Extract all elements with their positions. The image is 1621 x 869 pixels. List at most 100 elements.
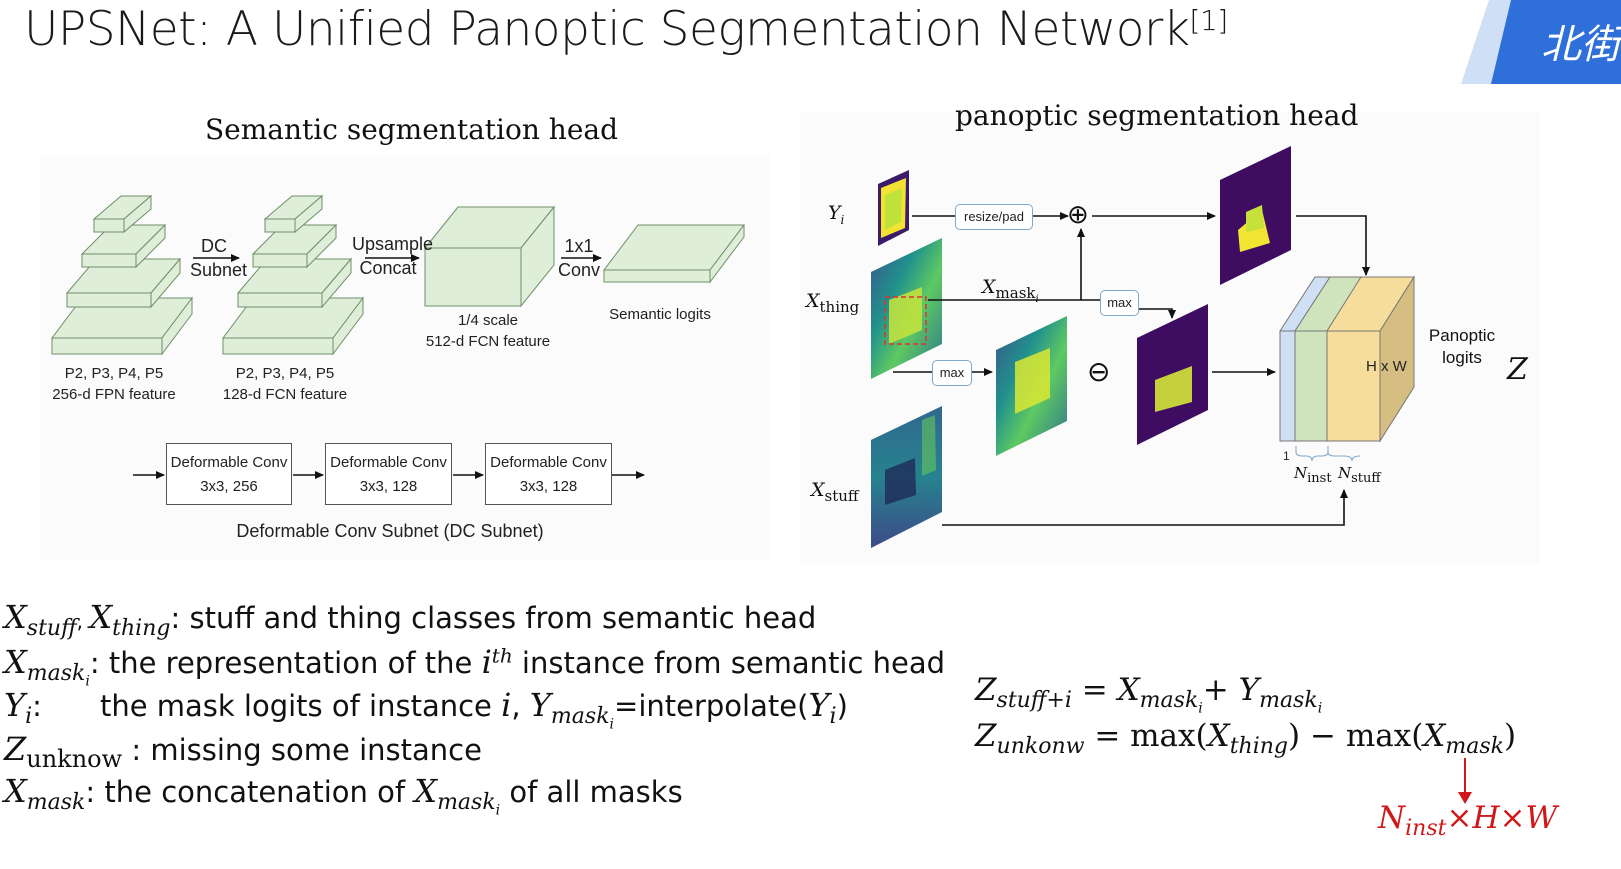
x-mask-label: Xmaski bbox=[982, 276, 1039, 305]
slide-title-text: UPSNet: A Unified Panoptic Segmentation … bbox=[24, 2, 1190, 57]
deformable-conv-2-line2: 3x3, 128 bbox=[359, 478, 418, 495]
slide-title: UPSNet: A Unified Panoptic Segmentation … bbox=[24, 2, 1228, 57]
x-mask-label-subsub: i bbox=[1035, 293, 1039, 305]
deformable-conv-1-line1: Deformable Conv bbox=[170, 454, 288, 471]
semantic-logits-slab bbox=[602, 223, 746, 284]
dc-subnet-caption: Deformable Conv Subnet (DC Subnet) bbox=[236, 521, 544, 541]
n-stuff-label: Nstuff bbox=[1338, 464, 1381, 486]
fcn128-pyramid bbox=[222, 194, 364, 356]
y-i-label-base: Y bbox=[828, 202, 841, 224]
dc-label: DC Subnet bbox=[190, 234, 248, 282]
semantic-head-diagram bbox=[51, 194, 746, 479]
fcn128-feature-label: P2, P3, P4, P5 128-d FCN feature bbox=[215, 363, 355, 405]
oplus-operator: ⊕ bbox=[1067, 200, 1089, 230]
red-annotation-arrow bbox=[1458, 758, 1472, 804]
semantic-head-title: Semantic segmentation head bbox=[205, 113, 618, 146]
dc-label-line2: Subnet bbox=[190, 260, 248, 280]
channel-one-label: 1 bbox=[1283, 449, 1290, 463]
red-annotation-dims: Ninst×H×W bbox=[1378, 800, 1558, 842]
panoptic-logits-block bbox=[1279, 275, 1415, 443]
x-thing-label-sub: thing bbox=[819, 297, 860, 316]
conv-label-line1: 1x1 bbox=[564, 236, 594, 256]
x-mask-label-sub-text: mask bbox=[995, 283, 1036, 302]
max-top-box: max bbox=[1100, 290, 1139, 316]
n-inst-label-base: N bbox=[1294, 464, 1308, 482]
university-logo: 北街 bbox=[1461, 0, 1621, 84]
deformable-conv-box-3: Deformable Conv 3x3, 128 bbox=[485, 443, 612, 505]
deformable-conv-box-1: Deformable Conv 3x3, 256 bbox=[166, 443, 292, 505]
fcn512-feature-line2: 512-d FCN feature bbox=[425, 333, 551, 350]
resize-pad-box: resize/pad bbox=[955, 204, 1033, 230]
upsample-label-line2: Concat bbox=[359, 258, 417, 278]
x-stuff-map bbox=[871, 406, 942, 548]
definition-y-i-text-b: =interpolate( bbox=[614, 689, 809, 723]
n-stuff-brace bbox=[1327, 446, 1361, 462]
semantic-logits-label: Semantic logits bbox=[609, 306, 711, 323]
definition-x-mask-i: Xmaski: the representation of the ith in… bbox=[4, 643, 946, 690]
conv-label-line2: Conv bbox=[558, 260, 601, 280]
panoptic-logits-label: Panoptic logits bbox=[1422, 325, 1502, 369]
n-inst-brace bbox=[1295, 446, 1329, 462]
n-inst-label-sub: inst bbox=[1307, 471, 1332, 486]
fpn-pyramid bbox=[51, 194, 193, 356]
definition-y-i-text-a: the mask logits of instance bbox=[99, 689, 502, 723]
deformable-conv-2-line1: Deformable Conv bbox=[330, 454, 447, 471]
dc-label-line1: DC bbox=[201, 236, 227, 256]
deformable-conv-1-line2: 3x3, 256 bbox=[200, 478, 258, 495]
definition-x-mask-i-text-b: instance from semantic head bbox=[512, 646, 946, 680]
x-thing-label: Xthing bbox=[806, 290, 859, 316]
fcn512-feature-label: 1/4 scale 512-d FCN feature bbox=[418, 310, 558, 352]
equation-thing-sub: thing bbox=[1229, 734, 1289, 760]
fpn-feature-line2: 256-d FPN feature bbox=[52, 386, 176, 403]
n-stuff-label-base: N bbox=[1338, 464, 1352, 482]
max-bottom-box: max bbox=[932, 360, 972, 386]
x-thing-map bbox=[871, 238, 942, 379]
equation-max-2: max bbox=[1345, 718, 1412, 754]
deformable-conv-3-line1: Deformable Conv bbox=[490, 454, 607, 471]
panoptic-logits-line2: logits bbox=[1442, 348, 1482, 367]
x-thing-label-base: X bbox=[806, 290, 820, 312]
fcn128-feature-line1: P2, P3, P4, P5 bbox=[235, 365, 335, 382]
max-top-arrow bbox=[1137, 308, 1176, 319]
definition-x-mask-i-text-a: : the representation of the bbox=[89, 646, 482, 680]
thing-max-map bbox=[996, 316, 1067, 456]
definition-x-stuff-thing: Xstuff, Xthing: stuff and thing classes … bbox=[4, 598, 817, 641]
z-label: Z bbox=[1507, 352, 1528, 387]
x-stuff-label: Xstuff bbox=[811, 479, 859, 505]
n-inst-label: Ninst bbox=[1294, 464, 1332, 486]
unknown-map bbox=[1137, 304, 1208, 445]
definition-x-stuff-thing-text: : stuff and thing classes from semantic … bbox=[170, 601, 817, 635]
x-stuff-arrow bbox=[942, 489, 1348, 526]
definition-x-mask-text-b: of all masks bbox=[500, 775, 683, 809]
equation-max-1: max bbox=[1130, 718, 1196, 754]
equation-z-stuff-i-sub: stuff+i bbox=[996, 688, 1072, 714]
equation-z-unknow: Zunkonw = max(Xthing) − max(Xmask) bbox=[975, 718, 1517, 760]
panoptic-head-title: panoptic segmentation head bbox=[955, 99, 1359, 132]
upsample-label-line1: Upsample bbox=[352, 234, 434, 254]
mask-result-map bbox=[1220, 146, 1291, 285]
definition-y-i: Yi:the mask logits of instance i, Ymaski… bbox=[4, 686, 848, 733]
x-mask-label-sub: maski bbox=[995, 283, 1039, 305]
to-logits-arrow bbox=[1296, 215, 1370, 276]
x-mask-label-base: X bbox=[982, 276, 996, 298]
equation-z-stuff-i: Zstuff+i = Xmaski+ Ymaski bbox=[975, 672, 1323, 717]
x-stuff-label-base: X bbox=[811, 479, 825, 501]
fcn128-feature-line2: 128-d FCN feature bbox=[222, 386, 348, 403]
x-stuff-label-sub: stuff bbox=[824, 486, 859, 505]
y-i-label: Yi bbox=[828, 202, 844, 227]
fcn512-cube bbox=[423, 205, 556, 308]
panoptic-logits-line1: Panoptic bbox=[1428, 326, 1496, 345]
logo-glyph-text: 北街 bbox=[1541, 23, 1621, 67]
definition-x-mask: Xmask: the concatenation of Xmaski of al… bbox=[4, 772, 683, 819]
hw-label: H x W bbox=[1366, 358, 1407, 375]
deformable-conv-3-line2: 3x3, 128 bbox=[519, 478, 578, 495]
fcn512-feature-line1: 1/4 scale bbox=[457, 312, 519, 329]
equation-z-unknow-sub: unkonw bbox=[996, 734, 1085, 760]
deformable-conv-box-2: Deformable Conv 3x3, 128 bbox=[325, 443, 452, 505]
definition-z-unknow-text: : missing some instance bbox=[122, 733, 482, 767]
n-stuff-label-sub: stuff bbox=[1351, 471, 1381, 486]
